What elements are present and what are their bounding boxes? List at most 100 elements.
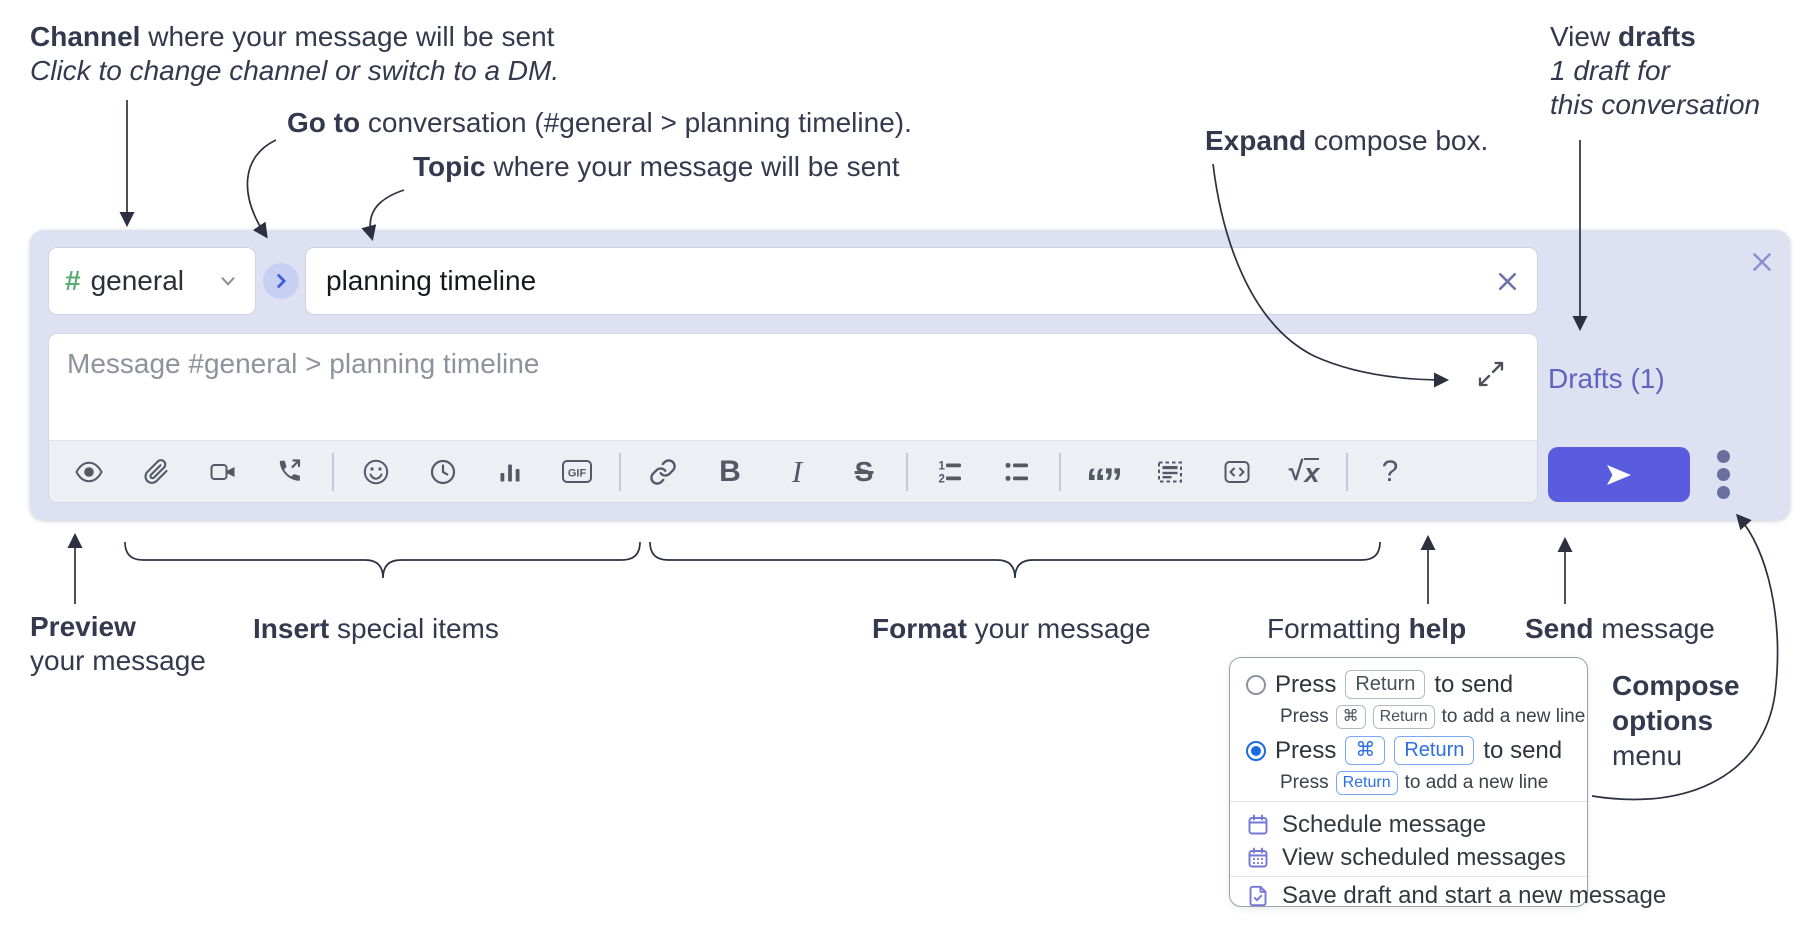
eye-icon (75, 461, 103, 482)
keycap-cmd: ⌘ (1345, 736, 1386, 765)
svg-text:1: 1 (939, 460, 946, 472)
menu-radio-cmd-enter-to-send[interactable]: Press ⌘ Return to send (1246, 736, 1562, 765)
emoji-button[interactable] (348, 449, 404, 495)
formatting-help-button[interactable]: ? (1362, 449, 1418, 495)
bar-chart-icon (500, 464, 520, 481)
paperclip-icon (144, 458, 168, 484)
insert-annotation: Insert special items (253, 613, 499, 644)
quote-button[interactable]: “” (1075, 449, 1131, 505)
view-drafts-annotation: View drafts 1 draft for this conversatio… (1550, 21, 1761, 120)
poll-button[interactable] (482, 449, 538, 495)
hash-icon: # (65, 265, 81, 296)
channel-annotation: Channel where your message will be sent … (30, 21, 560, 86)
expand-icon (1478, 361, 1504, 387)
goto-conversation-button[interactable] (263, 263, 299, 299)
svg-text:2: 2 (939, 473, 945, 485)
kebab-dot (1716, 486, 1730, 499)
link-icon (650, 458, 676, 485)
gif-button[interactable]: GIF (549, 449, 605, 495)
quote-icon: “” (1086, 460, 1123, 505)
expand-annotation: Expand compose box. (1205, 125, 1489, 156)
attach-file-button[interactable] (128, 449, 184, 495)
gif-icon: GIF (562, 460, 592, 483)
global-time-button[interactable] (415, 449, 471, 495)
kebab-dot (1716, 450, 1730, 463)
keycap: Return (1335, 771, 1398, 795)
italic-icon: I (791, 453, 803, 489)
compose-toolbar: GIF B I S 1 2 (49, 440, 1537, 505)
bold-button[interactable]: B (702, 449, 758, 495)
question-mark-icon: ? (1381, 454, 1399, 488)
formatting-help-annotation: Formatting help (1267, 613, 1467, 644)
menu-radio-cmd-enter-sub: Press Return to add a new line (1280, 771, 1549, 795)
compose-options-button[interactable] (1702, 447, 1744, 502)
radio-selected-icon[interactable] (1246, 740, 1266, 761)
preview-annotation: Preview your message (30, 611, 206, 676)
chevron-right-icon (277, 274, 286, 288)
preview-button[interactable] (61, 449, 117, 495)
menu-radio-enter-sub: Press ⌘ Return to add a new line (1280, 705, 1586, 729)
svg-text:GIF: GIF (568, 468, 587, 480)
menu-divider (1230, 876, 1587, 877)
kebab-dot (1716, 468, 1730, 481)
code-button[interactable] (1209, 449, 1265, 495)
compose-close-button[interactable] (1742, 243, 1782, 281)
toolbar-divider (619, 452, 621, 491)
brace-format (649, 541, 1381, 579)
compose-box: # general (30, 230, 1790, 520)
clock-icon (430, 459, 456, 484)
keycap-cmd: ⌘ (1335, 705, 1366, 729)
send-button[interactable] (1548, 447, 1690, 502)
send-icon (1607, 464, 1631, 485)
close-icon (1498, 272, 1516, 290)
toolbar-divider (332, 452, 334, 491)
audio-call-button[interactable] (262, 449, 318, 495)
brace-insert (124, 541, 641, 579)
chevron-down-icon (217, 270, 239, 292)
menu-item-schedule-message[interactable]: Schedule message (1246, 811, 1486, 839)
save-draft-icon (1249, 885, 1267, 907)
message-area: GIF B I S 1 2 (48, 333, 1538, 503)
topic-annotation: Topic where your message will be sent (413, 151, 900, 182)
close-icon (1753, 253, 1771, 271)
math-button[interactable]: √x (1276, 449, 1332, 495)
expand-compose-button[interactable] (1473, 356, 1509, 392)
keycap: Return (1372, 705, 1435, 729)
format-annotation: Format your message (872, 613, 1151, 644)
bulleted-list-button[interactable] (989, 449, 1045, 495)
menu-divider (1230, 801, 1587, 802)
pointer-goto (246, 139, 277, 239)
numbered-list-icon: 1 2 (939, 460, 961, 485)
compose-options-menu: Press Return to send Press ⌘ Return to a… (1229, 657, 1666, 909)
numbered-list-button[interactable]: 1 2 (922, 449, 978, 495)
drafts-link[interactable]: Drafts (1) (1548, 363, 1665, 394)
smiley-icon (363, 459, 389, 484)
italic-button[interactable]: I (769, 449, 825, 495)
menu-radio-enter-to-send[interactable]: Press Return to send (1246, 670, 1513, 699)
topic-input[interactable] (306, 265, 1477, 297)
link-button[interactable] (635, 449, 691, 495)
radio-icon[interactable] (1246, 674, 1266, 695)
channel-selector-button[interactable]: # general (48, 247, 256, 315)
spoiler-icon (1158, 461, 1182, 482)
topic-field (305, 247, 1538, 315)
calendar-icon (1248, 814, 1268, 835)
strikethrough-icon: S (854, 455, 874, 487)
bulleted-list-icon (1005, 462, 1028, 481)
calendar-dots-icon (1248, 847, 1268, 868)
keycap: Return (1394, 736, 1475, 765)
menu-item-save-draft[interactable]: Save draft and start a new message (1246, 882, 1666, 910)
toolbar-divider (906, 452, 908, 491)
toolbar-divider (1346, 452, 1348, 491)
menu-item-view-scheduled[interactable]: View scheduled messages (1246, 844, 1566, 872)
goto-annotation: Go to conversation (#general > planning … (287, 107, 912, 138)
spoiler-button[interactable] (1142, 449, 1198, 495)
topic-clear-button[interactable] (1477, 248, 1537, 314)
video-call-button[interactable] (195, 449, 251, 495)
latex-icon: √x (1288, 456, 1320, 488)
video-camera-icon (210, 463, 235, 480)
message-input[interactable] (49, 334, 1537, 438)
toolbar-divider (1059, 452, 1061, 491)
strikethrough-button[interactable]: S (836, 449, 892, 495)
